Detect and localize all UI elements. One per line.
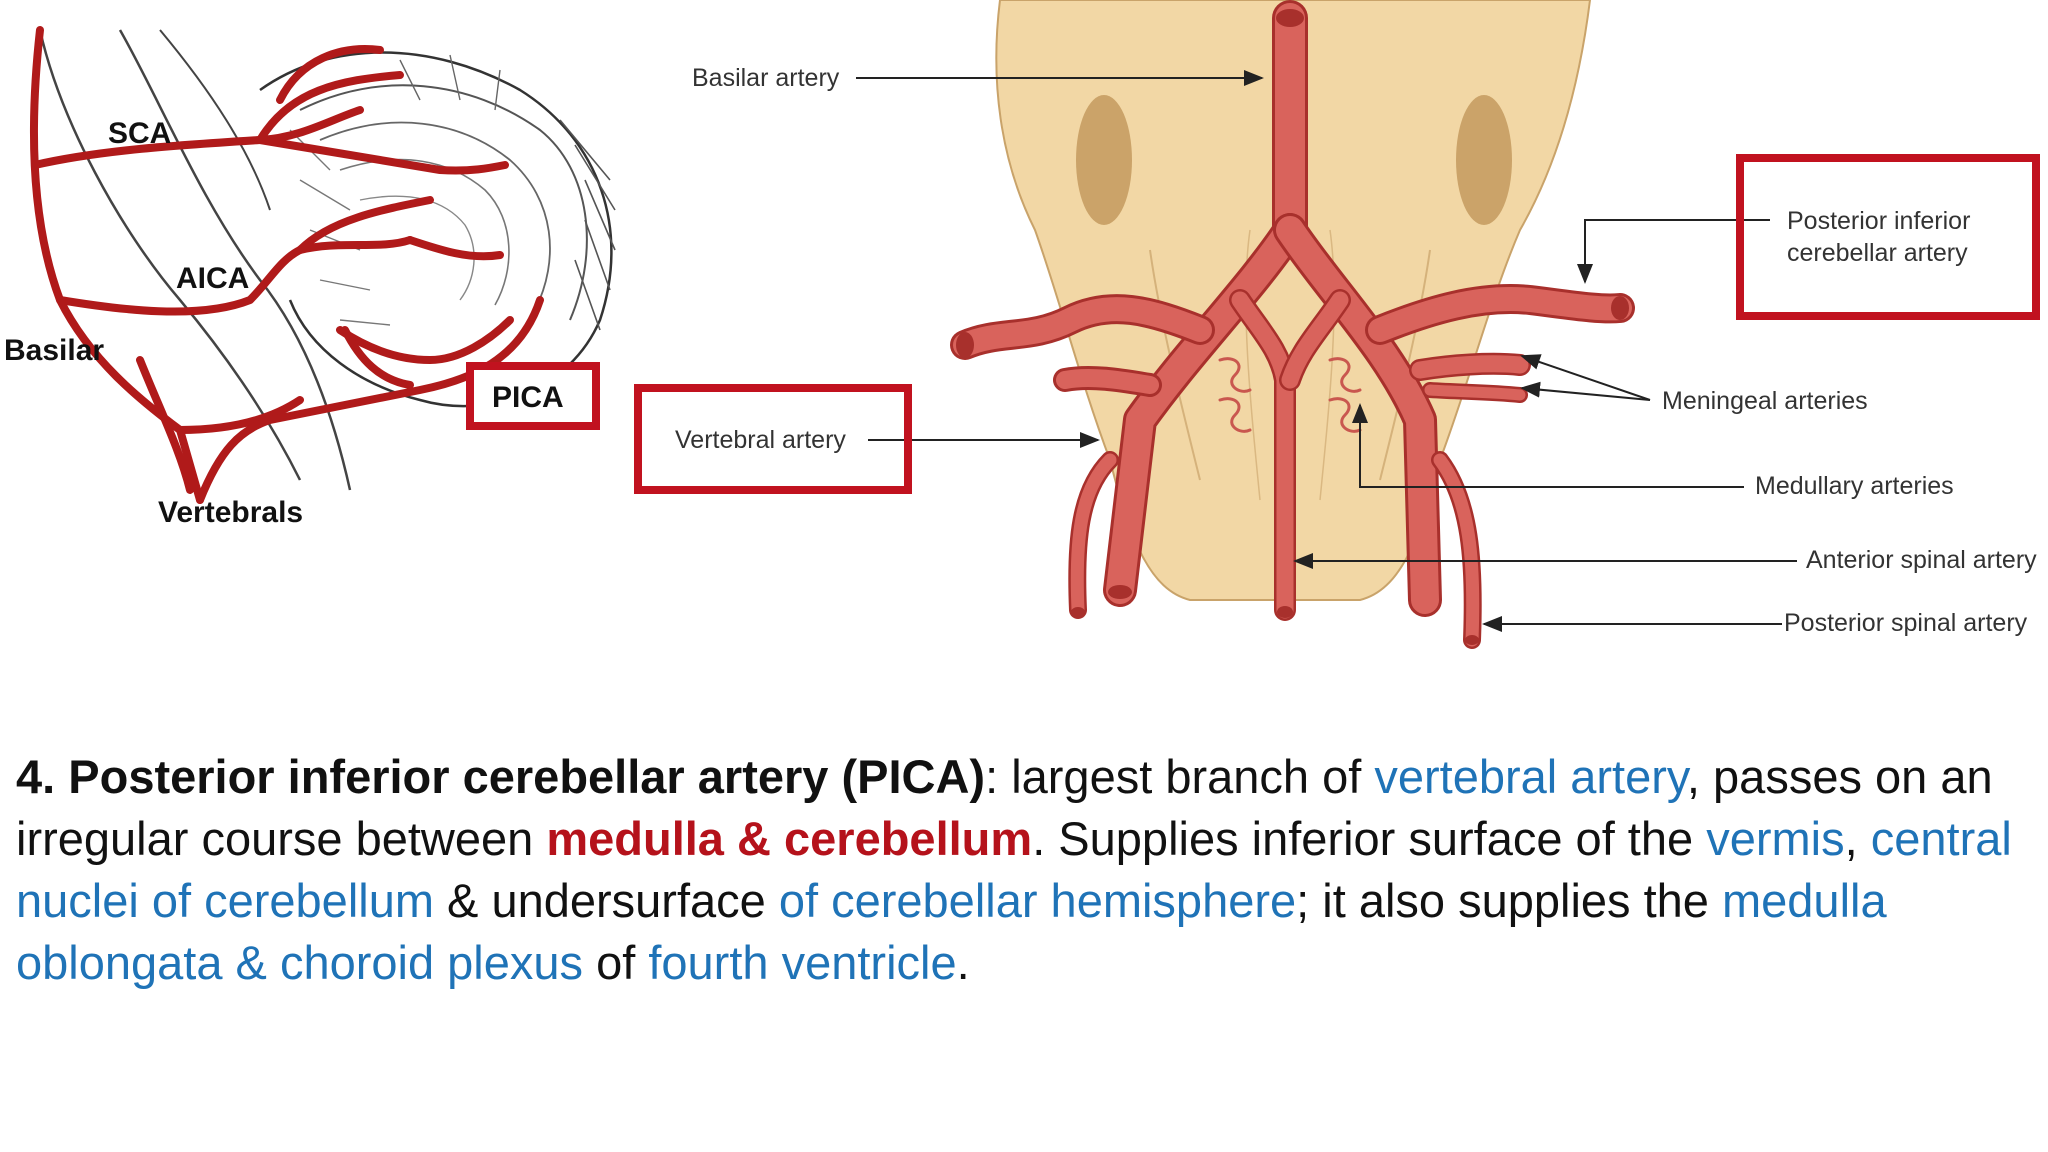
caption-lead: 4. Posterior inferior cerebellar artery … [16,750,986,803]
caption-text: & undersurface [434,874,779,927]
link-central-nuclei[interactable]: central nuclei of cerebellum [16,812,2012,927]
pica-highlight-box [466,362,600,430]
caption-text: . Supplies inferior surface of the [1032,812,1707,865]
right-olive [1456,95,1512,225]
brainstem-illustration: Basilar artery Posterior inferior cerebe… [634,0,2040,649]
artery-diagram: SCA AICA Basilar Vertebrals PICA [4,0,2040,649]
caption-text: of [583,936,649,989]
label-vertebral-artery: Vertebral artery [675,426,846,454]
label-medullary-arteries: Medullary arteries [1755,472,1954,500]
caption-text: ; it also supplies the [1296,874,1722,927]
link-vermis[interactable]: vermis [1706,812,1845,865]
label-meningeal-arteries: Meningeal arteries [1662,387,1868,415]
label-basilar-artery: Basilar artery [692,64,840,92]
vertebral-artery-highlight-box [634,384,912,494]
label-basilar: Basilar [4,334,104,367]
caption-text: , [1844,812,1871,865]
label-pica: PICA [492,381,564,414]
link-cerebellar-hemisphere[interactable]: of cerebellar hemisphere [778,874,1297,927]
pica-label-highlight-box [1736,154,2040,320]
link-vertebral-artery[interactable]: vertebral artery [1374,750,1687,803]
caption-text: , passes on an irregular course between [16,750,1993,865]
label-aica: AICA [176,262,249,295]
link-medulla-choroid-plexus[interactable]: medulla oblongata & choroid plexus [16,874,1887,989]
link-fourth-ventricle[interactable]: fourth ventricle [648,936,957,989]
label-sca: SCA [108,117,171,150]
label-anterior-spinal-artery: Anterior spinal artery [1806,546,2037,574]
label-pica-line1: Posterior inferior [1787,207,1970,235]
caption-text: . [956,936,970,989]
emphasis-medulla-cerebellum: medulla & cerebellum [546,812,1033,865]
label-vertebrals: Vertebrals [158,496,303,529]
label-posterior-spinal-artery: Posterior spinal artery [1784,609,2028,637]
cerebellum-sketch: SCA AICA Basilar Vertebrals PICA [4,26,616,529]
label-pica-line2: cerebellar artery [1787,239,1968,267]
caption-text: : largest branch of [985,750,1375,803]
left-olive [1076,95,1132,225]
caption-paragraph: 4. Posterior inferior cerebellar artery … [16,746,2032,994]
